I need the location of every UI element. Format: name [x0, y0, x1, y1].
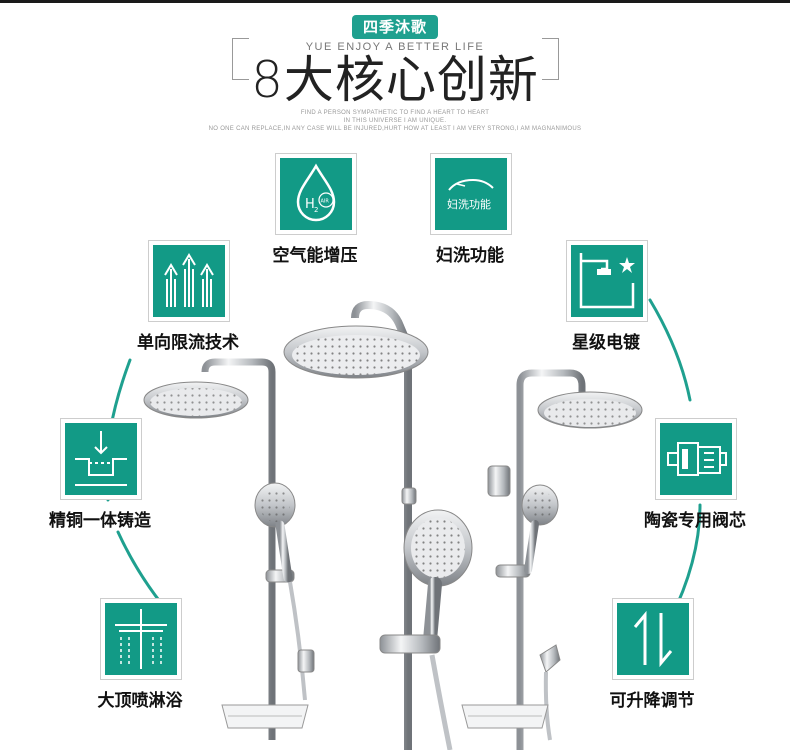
feature-feminine-wash: 妇洗功能 妇洗功能	[430, 153, 580, 268]
up-arrows-icon	[164, 253, 214, 307]
headline-frame-right	[542, 38, 559, 80]
feature-top-shower: 大顶喷淋浴	[98, 598, 250, 713]
subtitle-line-1: FIND A PERSON SYMPATHETIC TO FIND A HEAR…	[300, 110, 490, 116]
feature-ceramic-valve: 陶瓷专用阀芯	[644, 418, 790, 533]
feature-label: 可升降调节	[609, 691, 695, 711]
feminine-wash-icon: 妇洗功能	[447, 178, 494, 211]
subtitle-line-2: IN THIS UNIVERSE I AM UNIQUE.	[343, 118, 447, 124]
feature-icon-frame	[148, 240, 230, 322]
feature-label: 妇洗功能	[436, 246, 504, 266]
feature-icon-frame	[612, 598, 694, 680]
icon-text-sub: 2	[314, 206, 318, 214]
feature-label: 空气能增压	[272, 246, 358, 266]
feature-label: 单向限流技术	[137, 333, 239, 353]
feature-star-plating: 星级电镀	[566, 240, 716, 355]
feature-icon-frame: H 2 AIR	[275, 153, 357, 235]
headline-frame-left	[232, 38, 249, 80]
center-shower-set	[283, 300, 473, 750]
copper-casting-icon	[75, 431, 127, 486]
feature-air-pressure: H 2 AIR 空气能增压	[273, 153, 425, 268]
brand-badge: 四季沐歌	[352, 15, 438, 39]
feature-label: 精铜一体铸造	[49, 511, 151, 531]
icon-text-h: H	[305, 197, 315, 212]
feature-unidirectional-flow: 单向限流技术	[137, 240, 298, 355]
h2-air-icon: H 2 AIR	[296, 163, 336, 222]
top-shower-icon	[115, 609, 167, 669]
feature-icon-frame: 妇洗功能	[430, 153, 512, 235]
feature-label: 星级电镀	[572, 333, 640, 353]
feature-icon-frame	[100, 598, 182, 680]
right-shower-set	[461, 369, 643, 750]
icon-text: 妇洗功能	[447, 197, 491, 211]
star-faucet-icon	[579, 253, 635, 309]
feature-icon-frame	[60, 418, 142, 500]
up-down-arrows-icon	[633, 610, 673, 668]
page-title: 8大核心创新	[251, 51, 539, 109]
tagline: YUE ENJOY A BETTER LIFE	[305, 41, 485, 53]
feature-label: 陶瓷专用阀芯	[644, 511, 746, 531]
feature-height-adjustable: 可升降调节	[610, 598, 762, 713]
subtitle-line-3: NO ONE CAN REPLACE,IN ANY CASE WILL BE I…	[208, 126, 582, 132]
feature-icon-frame	[566, 240, 648, 322]
top-border	[0, 0, 790, 3]
left-shower-set	[143, 358, 315, 740]
feature-label: 大顶喷淋浴	[97, 691, 183, 711]
valve-core-icon	[667, 442, 727, 476]
feature-icon-frame	[655, 418, 737, 500]
feature-copper-casting: 精铜一体铸造	[49, 418, 210, 533]
icon-text-air: AIR	[321, 199, 330, 205]
